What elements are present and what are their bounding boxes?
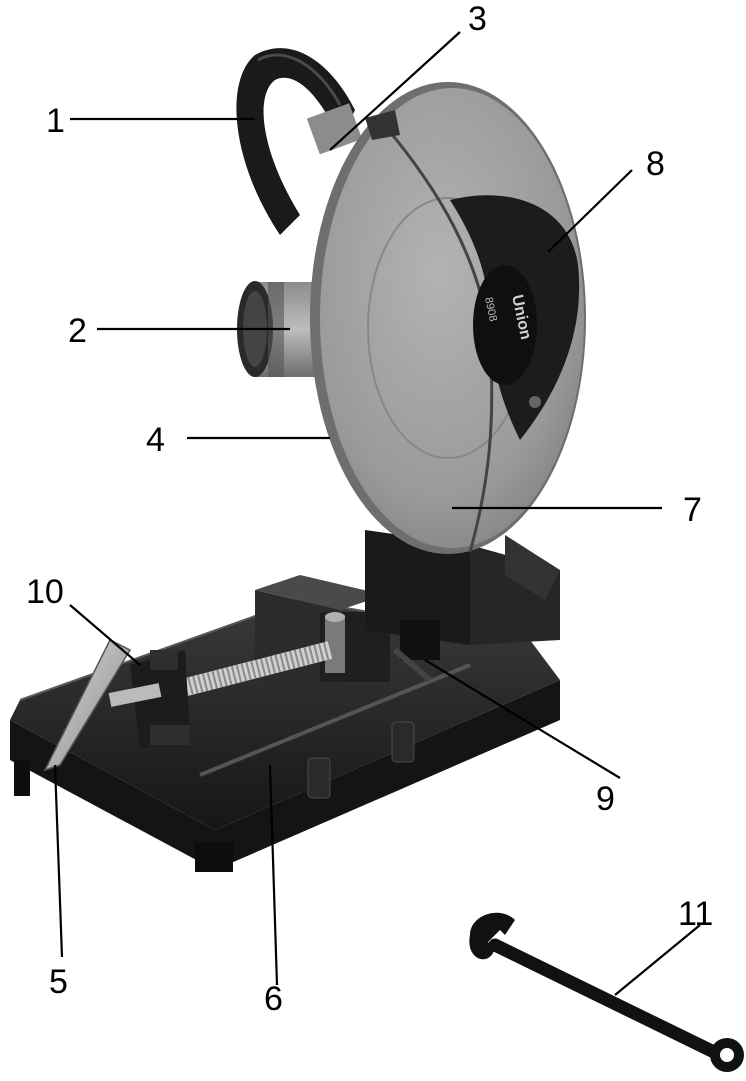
clamp-block <box>130 650 190 750</box>
leader-9 <box>424 659 621 779</box>
callout-8: 8 <box>646 145 665 183</box>
leader-lines <box>53 31 701 996</box>
leader-11 <box>614 924 701 996</box>
callout-numbers: 1 2 3 4 5 6 7 8 9 10 11 <box>26 0 713 1018</box>
movable-guard: Union 8908 <box>450 195 580 440</box>
callout-1: 1 <box>46 102 65 140</box>
vise-screw <box>172 641 333 699</box>
leader-10 <box>69 604 141 666</box>
leader-3 <box>329 31 461 151</box>
callout-11: 11 <box>678 895 713 933</box>
callout-3: 3 <box>468 0 487 38</box>
leader-5 <box>53 764 64 958</box>
callout-7: 7 <box>683 491 702 529</box>
leader-8 <box>547 169 633 253</box>
callout-5: 5 <box>49 963 68 1001</box>
callout-6: 6 <box>264 980 283 1018</box>
model-label: 8908 <box>482 296 499 322</box>
pivot-support <box>365 530 560 683</box>
top-handle <box>236 48 363 235</box>
callout-4: 4 <box>146 421 165 459</box>
leader-6 <box>268 764 279 986</box>
spanner-wrench <box>469 912 744 1072</box>
callout-10: 10 <box>26 573 64 611</box>
callout-9: 9 <box>596 780 615 818</box>
callout-2: 2 <box>68 312 87 350</box>
